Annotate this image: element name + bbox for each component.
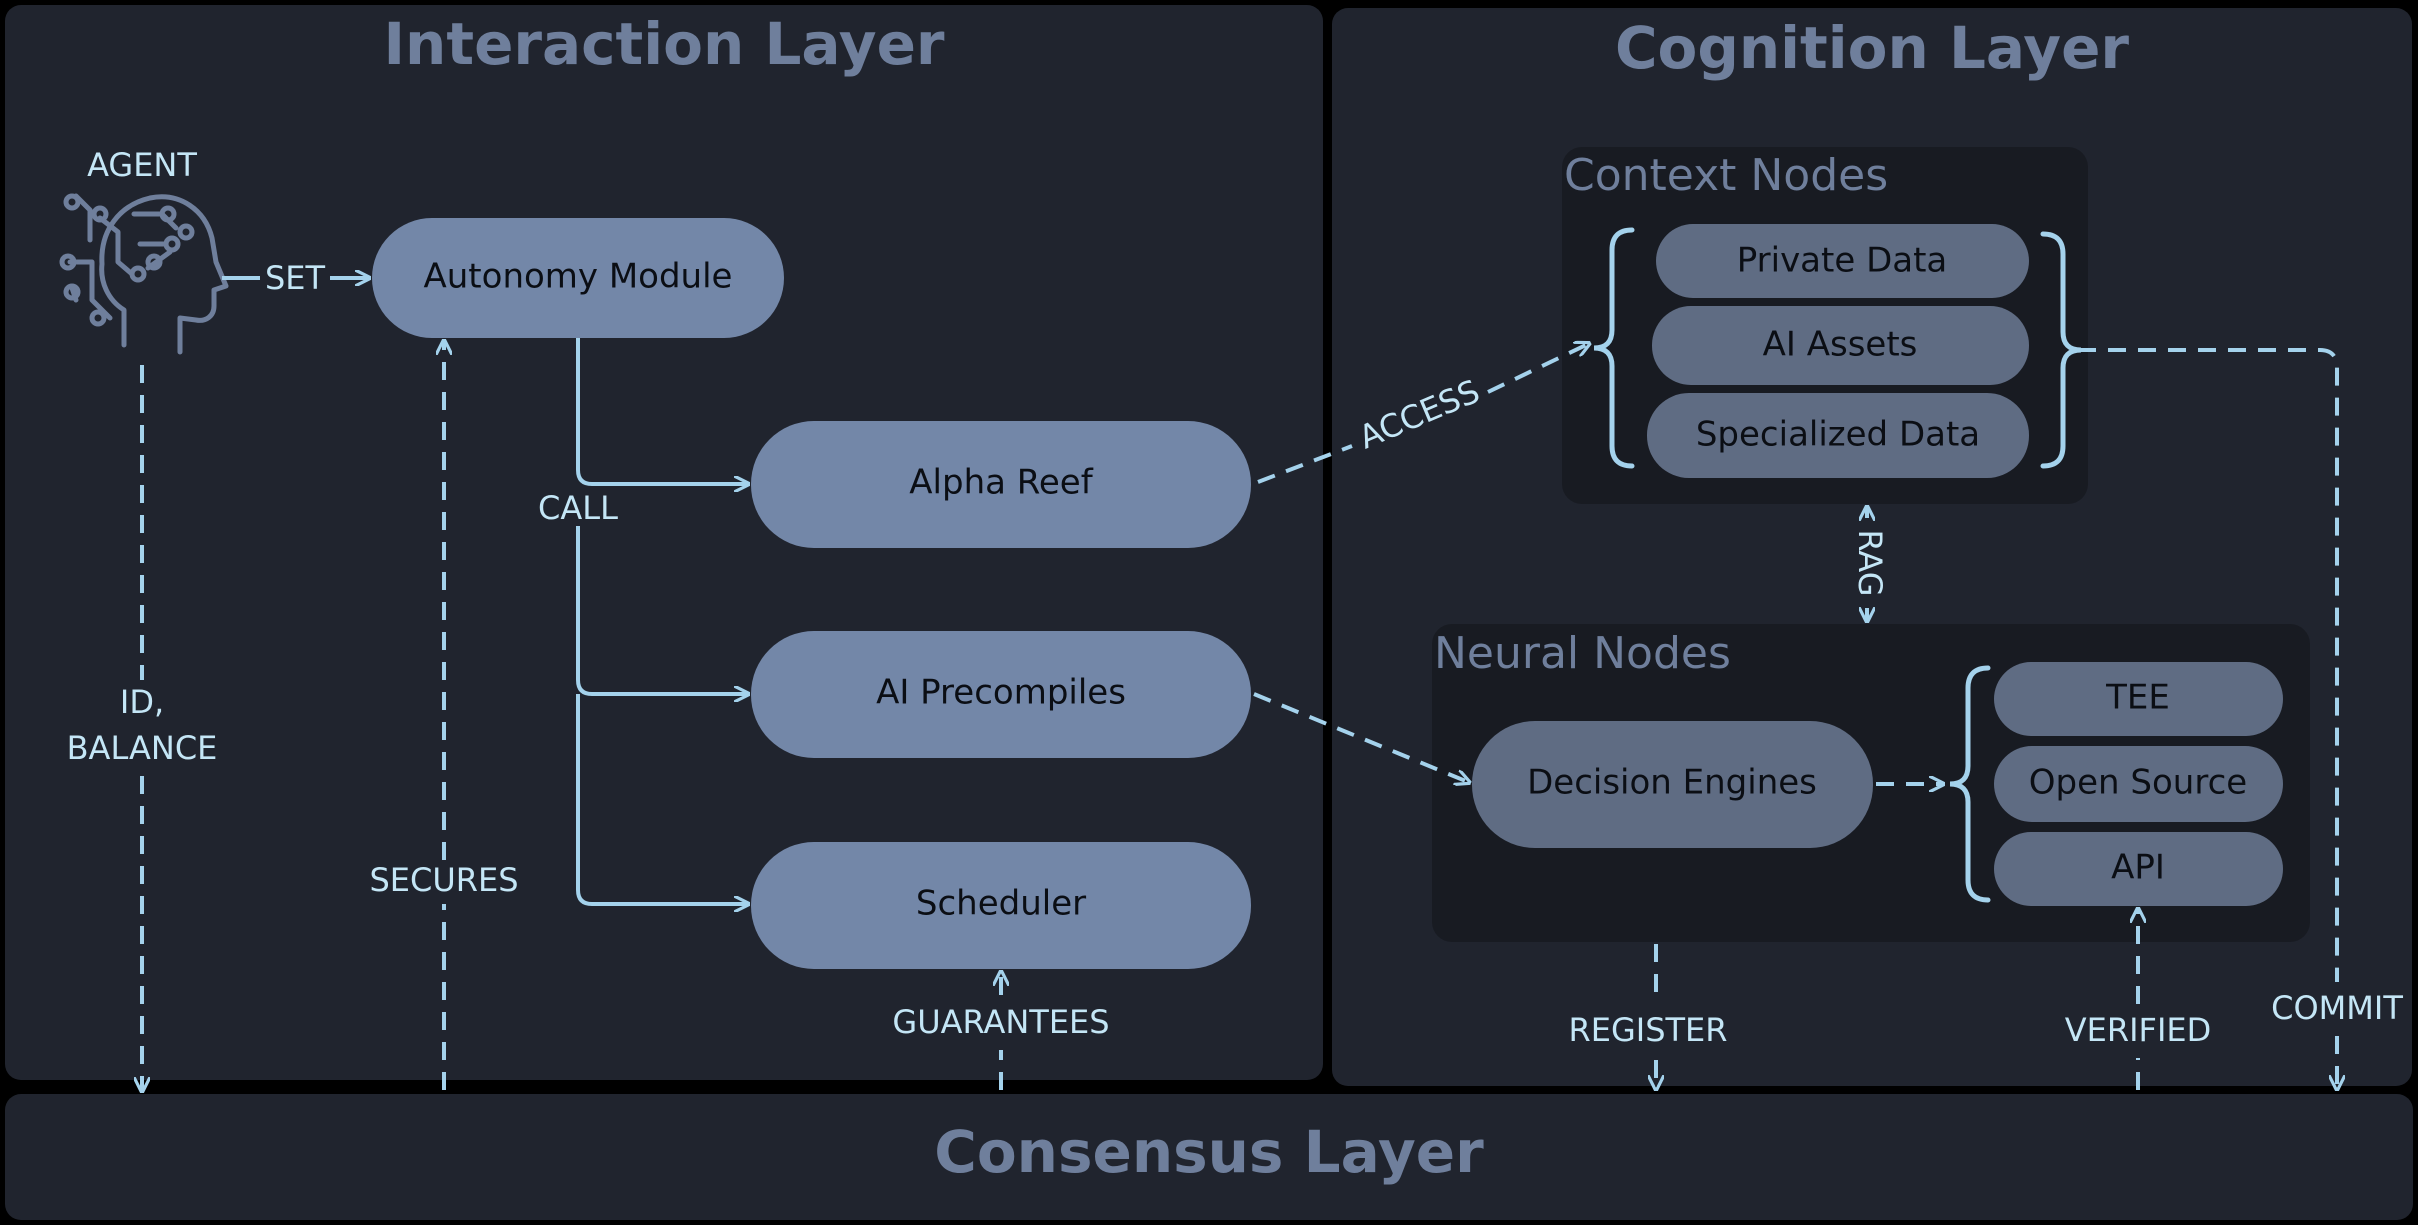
api-label: API [2111, 848, 2165, 888]
alpha-reef-label: Alpha Reef [909, 463, 1093, 503]
consensus-layer-title: Consensus Layer [934, 1118, 1484, 1186]
precompiles-to-decision-line [1253, 692, 1468, 782]
commit-line-top [2078, 348, 2339, 982]
api-node [1994, 832, 2283, 906]
interaction-layer-title: Interaction Layer [383, 10, 944, 78]
call-connector-alpha-reef [576, 338, 747, 484]
decision-engines-label: Decision Engines [1527, 763, 1817, 803]
decision-engines-node [1472, 721, 1873, 848]
access-line-a [1257, 444, 1353, 484]
register-edge-label: REGISTER [1569, 1011, 1728, 1049]
context-nodes-title: Context Nodes [1564, 150, 1888, 201]
rag-edge-label: RAG [1851, 529, 1889, 596]
interaction-layer-panel [5, 5, 1323, 1080]
scheduler-node [751, 842, 1251, 969]
call-edge-label: CALL [538, 489, 618, 527]
call-connector-ai-precompiles [576, 526, 747, 694]
specialized-data-label: Specialized Data [1696, 415, 1980, 455]
agent-label: AGENT [87, 146, 197, 184]
autonomy-module-node [372, 218, 784, 338]
open-source-label: Open Source [2029, 763, 2247, 803]
neural-left-brace [1949, 665, 1991, 903]
access-line-b [1487, 344, 1588, 394]
ai-precompiles-label: AI Precompiles [876, 673, 1126, 713]
cognition-layer-title: Cognition Layer [1615, 14, 2129, 82]
neural-nodes-title: Neural Nodes [1434, 628, 1731, 679]
ai-head-circuit-icon [59, 193, 229, 355]
balance-edge-label: BALANCE [67, 729, 218, 767]
ai-assets-label: AI Assets [1763, 325, 1918, 365]
autonomy-module-label: Autonomy Module [424, 257, 733, 297]
tee-label: TEE [2105, 678, 2170, 718]
private-data-node [1656, 224, 2029, 298]
specialized-data-node [1647, 393, 2029, 478]
verified-edge-label: VERIFIED [2065, 1011, 2211, 1049]
id-edge-label: ID, [120, 683, 164, 721]
ai-assets-node [1652, 306, 2029, 385]
set-edge-label: SET [265, 259, 326, 297]
open-source-node [1994, 746, 2283, 822]
alpha-reef-node [751, 421, 1251, 548]
consensus-layer-panel [5, 1094, 2413, 1220]
secures-edge-label: SECURES [369, 861, 518, 899]
call-connector-scheduler [576, 694, 747, 904]
guarantees-edge-label: GUARANTEES [892, 1003, 1109, 1041]
commit-edge-label: COMMIT [2271, 989, 2403, 1027]
scheduler-label: Scheduler [916, 884, 1086, 924]
ai-precompiles-node [751, 631, 1251, 758]
private-data-label: Private Data [1737, 241, 1948, 281]
tee-node [1994, 662, 2283, 736]
